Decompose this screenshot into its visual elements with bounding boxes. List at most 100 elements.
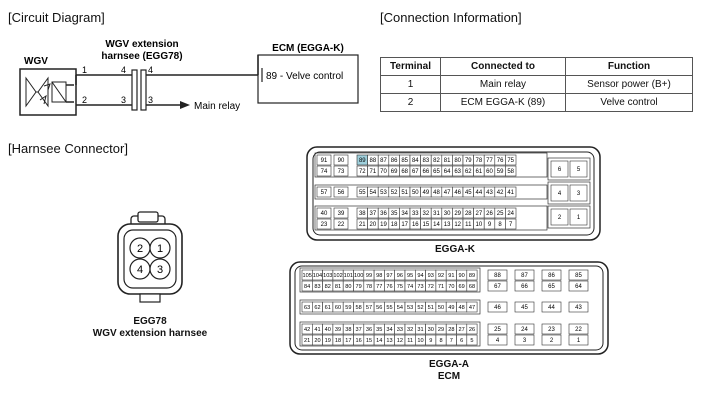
pin-number: 90	[459, 273, 465, 279]
pin-number: 105	[302, 273, 311, 279]
pin-number: 29	[454, 211, 461, 217]
pin-cell	[541, 301, 562, 313]
pin-number: 89	[359, 158, 366, 164]
pin-number: 50	[438, 305, 444, 311]
pin-number: 26	[469, 327, 475, 333]
pin-number: 85	[575, 273, 582, 279]
pin-group-frame	[299, 267, 481, 293]
pin-number: 81	[444, 158, 451, 164]
circuit-diagram-heading: [Circuit Diagram]	[8, 10, 105, 25]
pin-number: 68	[401, 169, 408, 175]
pin-number: 53	[380, 190, 387, 196]
pin-number: 54	[397, 305, 403, 311]
pin-number: 86	[391, 158, 398, 164]
pin-number: 65	[433, 169, 440, 175]
pin-cell	[487, 301, 508, 313]
pin-number: 8	[498, 222, 502, 228]
egg78-pin	[149, 237, 171, 259]
pin-number: 20	[314, 338, 320, 344]
pin-number: 30	[428, 327, 434, 333]
pin-cell	[514, 269, 535, 281]
pin-cell	[316, 207, 332, 219]
pin-cell	[514, 334, 535, 346]
pin-number: 65	[548, 284, 555, 290]
pin-cell	[316, 218, 332, 230]
pin-number: 69	[459, 284, 465, 290]
pin-number: 22	[575, 327, 582, 333]
egg78-pin-label: 3	[157, 264, 163, 276]
pin-number: 37	[356, 327, 362, 333]
pin-number: 97	[386, 273, 392, 279]
pin-number: 14	[376, 338, 382, 344]
pin-number: 34	[401, 211, 408, 217]
pin-number: 35	[391, 211, 398, 217]
pin-cell	[333, 207, 349, 219]
pin-number: 66	[423, 169, 430, 175]
pin-number: 17	[401, 222, 408, 228]
connection-table: Terminal Connected to Function 1 Main re…	[380, 57, 693, 112]
pin-number: 10	[476, 222, 483, 228]
pin-cell	[541, 280, 562, 292]
pin-number: 39	[338, 211, 345, 217]
pin-group-frame	[299, 321, 481, 347]
pin-number: 77	[486, 158, 493, 164]
pin-cell	[487, 334, 508, 346]
pin-cell	[550, 160, 569, 178]
pin-number: 52	[417, 305, 423, 311]
pin-number: 98	[376, 273, 382, 279]
pin-number: 62	[465, 169, 472, 175]
pin-number: 74	[321, 169, 328, 175]
pin-number: 67	[494, 284, 501, 290]
pin-number: 87	[521, 273, 528, 279]
ecm-box	[257, 54, 359, 104]
pin-number: 55	[359, 190, 366, 196]
main-relay-label: Main relay	[194, 101, 240, 112]
pin-cell	[505, 218, 517, 230]
pin-number: 37	[370, 211, 377, 217]
pin-cell	[550, 184, 569, 202]
pin-cell	[568, 334, 589, 346]
pin-number: 33	[397, 327, 403, 333]
pin-number: 88	[370, 158, 377, 164]
egg78-pin-label: 2	[137, 243, 143, 255]
valve-icon	[25, 76, 67, 108]
pin-number: 73	[338, 169, 345, 175]
pin-number: 15	[366, 338, 372, 344]
cell-terminal: 2	[380, 93, 441, 112]
pin-number: 88	[494, 273, 501, 279]
header-connected-to: Connected to	[440, 57, 566, 76]
pin-number: 87	[380, 158, 387, 164]
pin-number: 5	[470, 338, 473, 344]
pin-cell	[541, 269, 562, 281]
pin-cell	[333, 154, 349, 166]
pin-number: 16	[356, 338, 362, 344]
pin-number: 13	[386, 338, 392, 344]
pin-4a-label: 4	[121, 65, 126, 75]
pin-cell	[541, 323, 562, 335]
pin-number: 53	[407, 305, 413, 311]
pin-number: 43	[486, 190, 493, 196]
pin-number: 52	[391, 190, 398, 196]
pin-number: 54	[370, 190, 377, 196]
pin-number: 92	[438, 273, 444, 279]
pin-number: 48	[459, 305, 465, 311]
pin-number: 45	[465, 190, 472, 196]
pin-number: 83	[423, 158, 430, 164]
pin-number: 56	[376, 305, 382, 311]
pin-number: 63	[304, 305, 310, 311]
ext-connector-right	[140, 69, 147, 111]
pin-cell	[333, 165, 349, 177]
pin-number: 49	[448, 305, 454, 311]
pin-number: 81	[335, 284, 341, 290]
pin-cell	[487, 269, 508, 281]
pin-number: 75	[507, 158, 514, 164]
pin-cell	[316, 186, 332, 198]
egg78-caption-line1: EGG78	[133, 316, 167, 327]
pin-cell	[569, 184, 588, 202]
pin-number: 47	[469, 305, 475, 311]
pin-number: 18	[335, 338, 341, 344]
pin-number: 10	[417, 338, 423, 344]
pin-3b-label: 3	[148, 95, 153, 105]
